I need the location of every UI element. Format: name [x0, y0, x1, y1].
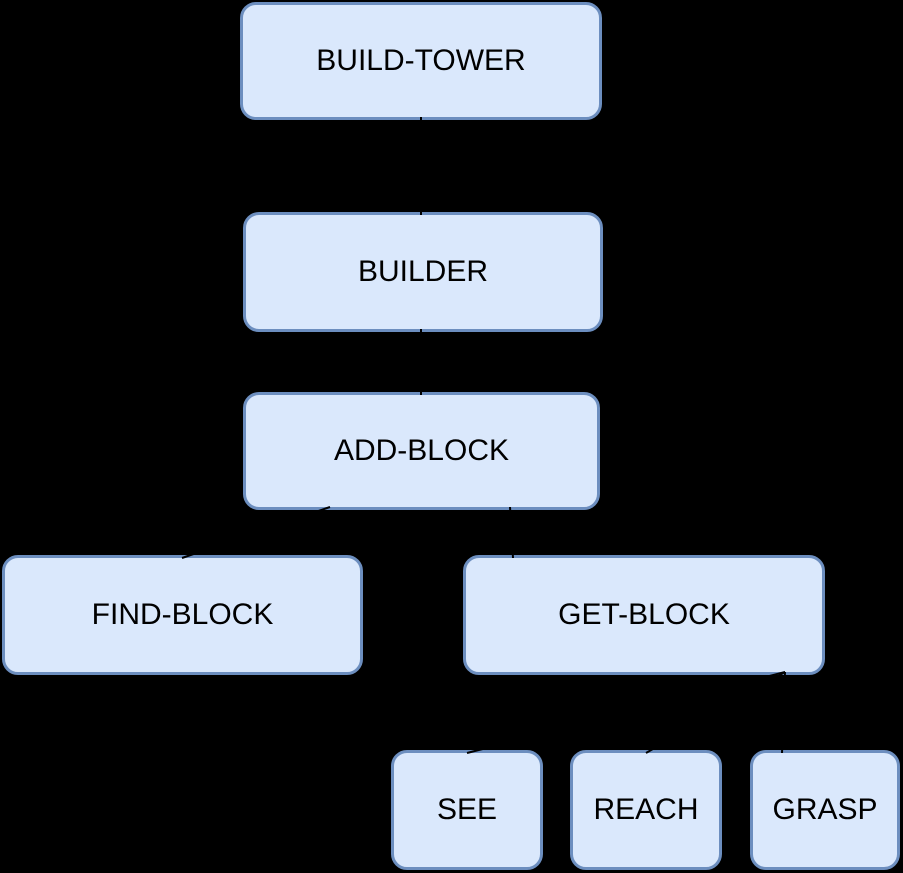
edge-get-block-grasp: [781, 671, 786, 754]
node-add-block-label: ADD-BLOCK: [333, 434, 510, 467]
node-find-block-label: FIND-BLOCK: [91, 598, 274, 631]
node-grasp-label: GRASP: [772, 793, 878, 826]
node-reach-label: REACH: [593, 793, 699, 826]
node-build-tower: BUILD-TOWER: [240, 2, 602, 120]
node-builder-label: BUILDER: [357, 255, 489, 288]
edge-add-block-get-block: [509, 506, 514, 559]
node-reach: REACH: [570, 750, 722, 870]
node-find-block: FIND-BLOCK: [2, 555, 363, 675]
node-see-label: SEE: [436, 793, 498, 826]
node-get-block-label: GET-BLOCK: [558, 598, 730, 631]
node-see: SEE: [391, 750, 543, 870]
node-grasp: GRASP: [750, 750, 900, 870]
edge-get-block-see: [466, 671, 786, 754]
node-add-block: ADD-BLOCK: [243, 392, 600, 510]
node-get-block: GET-BLOCK: [463, 555, 825, 675]
edge-get-block-reach: [645, 671, 786, 754]
edge-add-block-find-block: [181, 506, 331, 559]
node-build-tower-label: BUILD-TOWER: [316, 44, 526, 77]
node-builder: BUILDER: [243, 212, 603, 332]
